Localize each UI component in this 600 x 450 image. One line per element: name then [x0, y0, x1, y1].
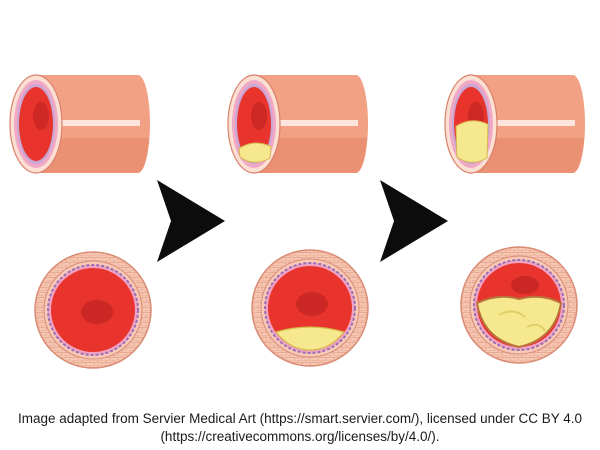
tube-wall-shade — [471, 138, 584, 173]
tube-blood-shadow — [33, 102, 49, 130]
progression-arrow-2 — [380, 180, 448, 262]
plaque-texture — [498, 310, 546, 332]
tube-highlight-stripe — [36, 120, 140, 126]
blood-shadow — [511, 276, 539, 294]
attribution-line-2: (https://creativecommons.org/licenses/by… — [160, 429, 440, 444]
artery-tube — [227, 74, 368, 174]
artery-cross-section — [34, 251, 152, 369]
plaque-deposit — [274, 326, 346, 351]
tube-plaque-deposit — [238, 142, 272, 163]
tube-wall-shade — [36, 138, 149, 173]
attribution-credit: Image adapted from Servier Medical Art (… — [0, 410, 600, 446]
blood-shadow — [81, 300, 113, 324]
tube-plaque-deposit — [455, 120, 489, 163]
plaque-deposit — [475, 295, 563, 349]
tube-wall-shade — [254, 138, 367, 173]
blood-shadow — [296, 292, 328, 316]
attribution-line-1: Image adapted from Servier Medical Art (… — [18, 411, 582, 426]
tube-blood-shadow — [251, 102, 267, 130]
progression-arrow-1 — [157, 180, 225, 262]
artery-cross-section — [251, 249, 369, 367]
progression-arrows — [157, 180, 448, 262]
artery-tube — [444, 74, 585, 174]
atherosclerosis-progression-diagram — [9, 74, 585, 369]
tube-highlight-stripe — [254, 120, 358, 126]
stage-early-plaque-artery — [227, 74, 369, 367]
stage-healthy-artery — [9, 74, 152, 369]
tube-highlight-stripe — [471, 120, 575, 126]
stage-advanced-plaque-artery — [444, 74, 585, 364]
artery-cross-section — [460, 246, 578, 364]
artery-tube — [9, 74, 150, 174]
